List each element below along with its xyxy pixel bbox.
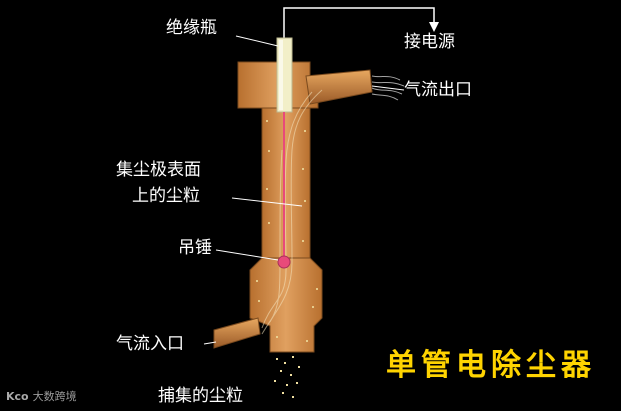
- label-insulator: 绝缘瓶: [166, 18, 217, 38]
- insulator-highlight: [279, 40, 283, 110]
- outlet-pipe: [306, 70, 372, 104]
- watermark-logo: Kco: [6, 390, 29, 403]
- label-gas-outlet: 气流出口: [404, 80, 472, 100]
- insulator-leader: [236, 36, 278, 46]
- weight-ball: [278, 256, 290, 268]
- label-power: 接电源: [404, 32, 455, 52]
- diagram-title: 单管电除尘器: [386, 340, 596, 384]
- power-arrow: [429, 22, 439, 32]
- label-collected-dust-line1: 集尘极表面: [116, 160, 201, 180]
- label-collected-dust-line2: 上的尘粒: [132, 186, 200, 206]
- label-gas-inlet: 气流入口: [116, 334, 184, 354]
- label-captured-dust: 捕集的尘粒: [158, 386, 243, 406]
- watermark: Kco 大数跨境: [6, 388, 77, 404]
- inlet-pipe: [214, 318, 260, 348]
- captured-dust-particles: [274, 356, 300, 398]
- watermark-text: 大数跨境: [33, 390, 77, 403]
- label-weight: 吊锤: [178, 238, 212, 258]
